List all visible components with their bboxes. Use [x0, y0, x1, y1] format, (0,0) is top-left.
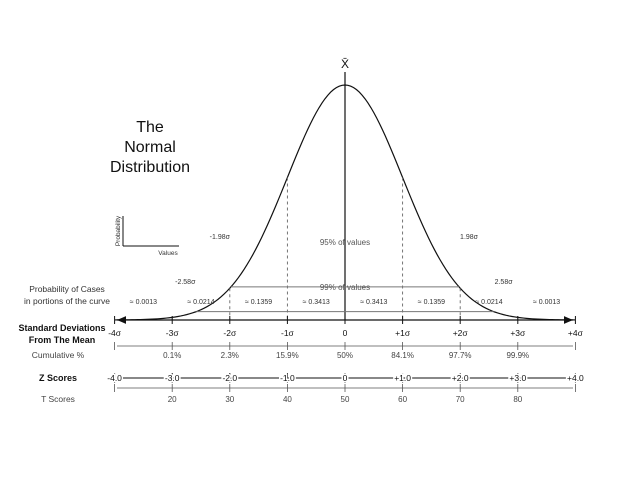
title-line-3: Distribution: [109, 159, 191, 176]
inset-axes: Probability Values: [115, 215, 179, 257]
t-value: 80: [513, 395, 522, 404]
cumulative-value: 97.7%: [449, 351, 472, 360]
probability-value: ≈ 0.3413: [303, 299, 330, 306]
t-value: 30: [225, 395, 234, 404]
z-value: +4.0: [567, 373, 584, 383]
band-99-right-label: 2.58σ: [495, 279, 514, 286]
band-95-label: 95% of values: [320, 238, 370, 247]
band-95-left-label: -1.98σ: [210, 234, 231, 241]
cumulative-value: 50%: [337, 351, 353, 360]
cumulative-row-label: Cumulative %: [32, 350, 85, 360]
probability-value: ≈ 0.0214: [475, 299, 502, 306]
band-99-left-label: -2.58σ: [175, 279, 196, 286]
t-row-label: T Scores: [41, 394, 75, 404]
sd-row-label-1: Standard Deviations: [18, 323, 105, 333]
sd-tick-label: -1σ: [281, 328, 295, 338]
band-99-label: 99% of values: [320, 283, 370, 292]
t-values: 20 30 40 50 60 70 80: [114, 384, 576, 404]
z-values: -4.0 -3.0 -2.0 -1.0 0 +1.0 +2.0 +3.0 +4.0: [106, 372, 586, 385]
sd-tick-label: +2σ: [453, 328, 469, 338]
t-value: 40: [283, 395, 292, 404]
sd-tick-label: +4σ: [568, 328, 584, 338]
sd-tick-label: -4σ: [108, 328, 122, 338]
t-value: 60: [398, 395, 407, 404]
probability-value: ≈ 0.0214: [187, 299, 214, 306]
sd-tick-label: -3σ: [166, 328, 180, 338]
cumulative-value: 99.9%: [506, 351, 529, 360]
probability-value: ≈ 0.0013: [130, 299, 157, 306]
probability-row-label-2: in portions of the curve: [24, 296, 110, 306]
sd-tick-label: +1σ: [395, 328, 411, 338]
probability-value: ≈ 0.0013: [533, 299, 560, 306]
z-value: -2.0: [222, 373, 237, 383]
z-value: -3.0: [165, 373, 180, 383]
z-value: +3.0: [509, 373, 526, 383]
cumulative-value: 2.3%: [221, 351, 239, 360]
z-row-label: Z Scores: [39, 373, 77, 383]
probability-row-label-1: Probability of Cases: [29, 284, 105, 294]
cumulative-value: 15.9%: [276, 351, 299, 360]
bell-curve: [114, 84, 576, 321]
probability-value: ≈ 0.3413: [360, 299, 387, 306]
sd-row-label-2: From The Mean: [29, 335, 96, 345]
band-95-right-label: 1.98σ: [460, 234, 479, 241]
z-value: +1.0: [394, 373, 411, 383]
z-value: -4.0: [107, 373, 122, 383]
probability-values: ≈ 0.0013 ≈ 0.0214 ≈ 0.1359 ≈ 0.3413 ≈ 0.3413…: [130, 299, 561, 306]
diagram-title: The Normal Distribution: [110, 118, 190, 178]
cumulative-values: 0.1% 2.3% 15.9% 50% 84.1% 97.7% 99.9%: [114, 342, 576, 360]
probability-value: ≈ 0.1359: [245, 299, 272, 306]
z-value: 0: [343, 373, 348, 383]
t-value: 50: [341, 395, 350, 404]
confidence-bands: 95% of values -1.98σ 1.98σ 99% of values…: [175, 234, 514, 313]
cumulative-value: 0.1%: [163, 351, 181, 360]
mean-symbol: X̄: [341, 57, 349, 71]
sd-tick-label: +3σ: [510, 328, 526, 338]
inset-ylabel: Probability: [115, 215, 122, 246]
sd-tick-label: 0: [343, 328, 348, 338]
cumulative-value: 84.1%: [391, 351, 414, 360]
title-line-1: The: [136, 119, 164, 136]
z-value: -1.0: [280, 373, 295, 383]
z-value: +2.0: [452, 373, 469, 383]
sd-ticks: -4σ -3σ -2σ -1σ 0 +1σ +2σ +3σ +4σ: [108, 316, 584, 338]
title-line-2: Normal: [124, 139, 176, 156]
t-value: 70: [456, 395, 465, 404]
probability-value: ≈ 0.1359: [418, 299, 445, 306]
sd-tick-label: -2σ: [223, 328, 237, 338]
t-value: 20: [168, 395, 177, 404]
inset-xlabel: Values: [158, 250, 178, 257]
